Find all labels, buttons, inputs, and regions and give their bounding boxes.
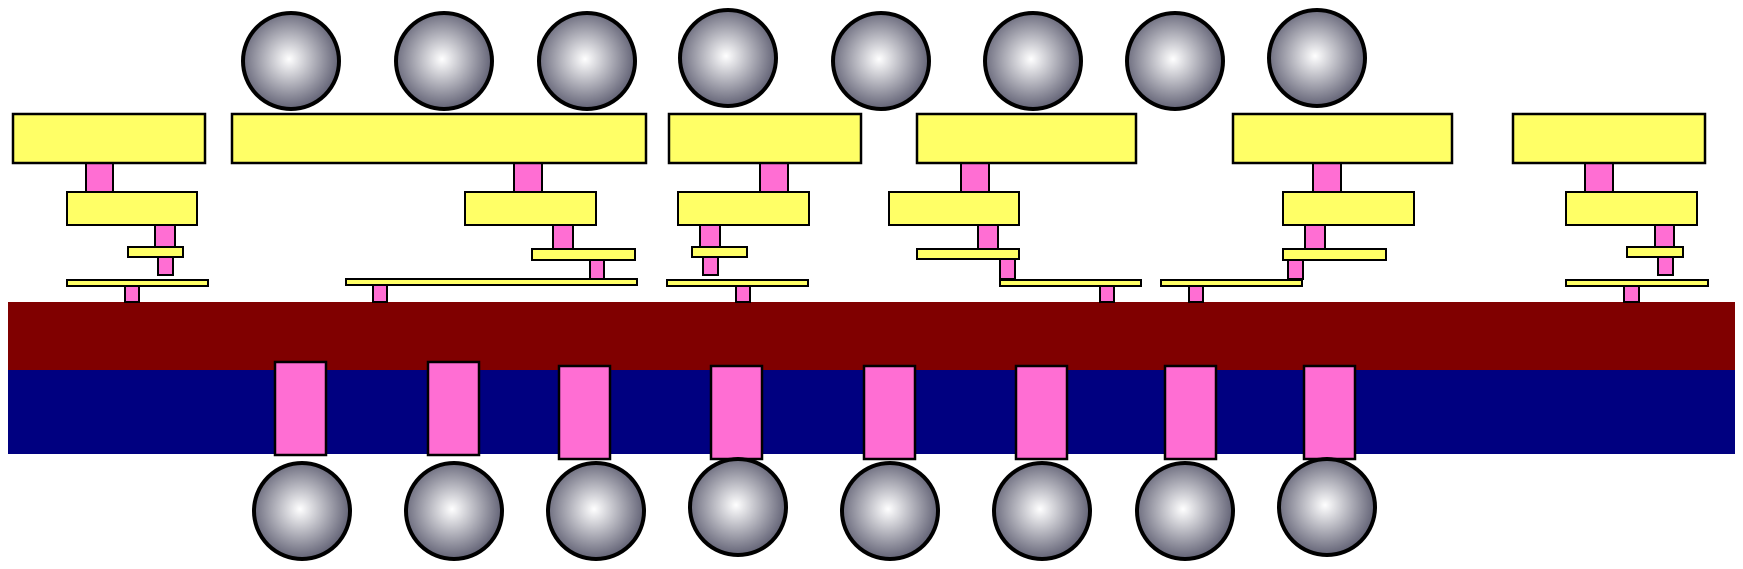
through-via: [1163, 364, 1218, 461]
pad-stack-3: [666, 112, 863, 303]
bottom-solder-ball: [1135, 461, 1235, 561]
top-solder-ball: [831, 11, 931, 111]
through-via: [1014, 364, 1069, 461]
top-solder-ball: [394, 11, 494, 111]
stack-via: [1623, 285, 1640, 303]
through-via: [557, 364, 612, 461]
stack-pad: [1565, 191, 1698, 226]
bottom-solder-ball: [546, 461, 646, 561]
bottom-solder-ball: [840, 461, 940, 561]
stack-pad: [1231, 112, 1454, 165]
top-stacks: [11, 112, 1709, 303]
stack-via: [960, 162, 990, 193]
stack-pad: [666, 279, 809, 287]
stack-pad: [1282, 248, 1387, 261]
stack-via: [124, 285, 140, 303]
stack-via: [372, 284, 388, 303]
top-solder-ball: [983, 11, 1083, 111]
top-solder-ball: [537, 11, 637, 111]
stack-via: [699, 224, 721, 248]
top-solder-ball: [678, 8, 778, 108]
stack-via: [1099, 285, 1115, 303]
stack-pad: [11, 112, 207, 165]
stack-pad: [916, 248, 1020, 260]
stack-pad: [531, 248, 636, 261]
bottom-solder-ball: [688, 457, 788, 557]
stack-pad: [230, 112, 648, 165]
stack-pad: [1282, 191, 1415, 226]
stack-via: [1188, 285, 1204, 303]
stack-via: [513, 162, 543, 193]
stack-via: [85, 162, 114, 193]
top-solder-ball: [1267, 8, 1367, 108]
stack-via: [1654, 224, 1675, 248]
stack-pad: [667, 112, 863, 165]
stack-pad: [345, 278, 638, 286]
through-via: [1302, 364, 1357, 461]
stack-pad: [999, 279, 1142, 287]
stack-pad: [66, 279, 209, 287]
stack-via: [157, 256, 174, 276]
upper-substrate-layer: [8, 302, 1735, 370]
stack-via: [1304, 224, 1326, 250]
top-solder-ball: [241, 11, 341, 111]
stack-pad: [464, 191, 597, 226]
pad-stack-4: [888, 112, 1142, 303]
stack-via: [1657, 256, 1674, 276]
pad-stack-1: [11, 112, 209, 303]
stack-pad: [1565, 279, 1709, 287]
stack-via: [702, 256, 719, 276]
top-solder-ball: [1125, 11, 1225, 111]
stack-via: [154, 224, 176, 248]
stack-pad: [1511, 112, 1707, 165]
bottom-solder-ball: [992, 461, 1092, 561]
stack-pad: [66, 191, 198, 226]
stack-pad: [1626, 246, 1684, 258]
through-via: [426, 360, 481, 457]
stack-via: [759, 162, 789, 193]
stack-via: [977, 224, 999, 250]
pad-stack-5: [1160, 112, 1454, 303]
through-via: [273, 360, 328, 457]
stack-pad: [127, 246, 184, 258]
through-vias: [273, 360, 1357, 461]
stack-pad: [915, 112, 1138, 165]
stack-via: [999, 258, 1016, 280]
stack-via: [589, 259, 605, 280]
stack-pad: [677, 191, 810, 226]
stack-via: [735, 285, 751, 303]
stack-via: [1584, 162, 1614, 193]
stack-via: [1287, 259, 1304, 280]
through-via: [709, 364, 764, 461]
bottom-solder-ball: [1277, 457, 1377, 557]
stack-pad: [691, 246, 748, 258]
bottom-balls: [252, 457, 1377, 561]
stack-pad: [888, 191, 1020, 226]
pad-stack-6: [1511, 112, 1709, 303]
stack-pad: [1160, 279, 1303, 287]
through-via: [862, 364, 917, 461]
bottom-solder-ball: [252, 461, 352, 561]
top-balls: [241, 8, 1367, 111]
pad-stack-2: [230, 112, 648, 303]
bottom-solder-ball: [404, 461, 504, 561]
stack-via: [1312, 162, 1342, 193]
stack-via: [552, 224, 574, 250]
